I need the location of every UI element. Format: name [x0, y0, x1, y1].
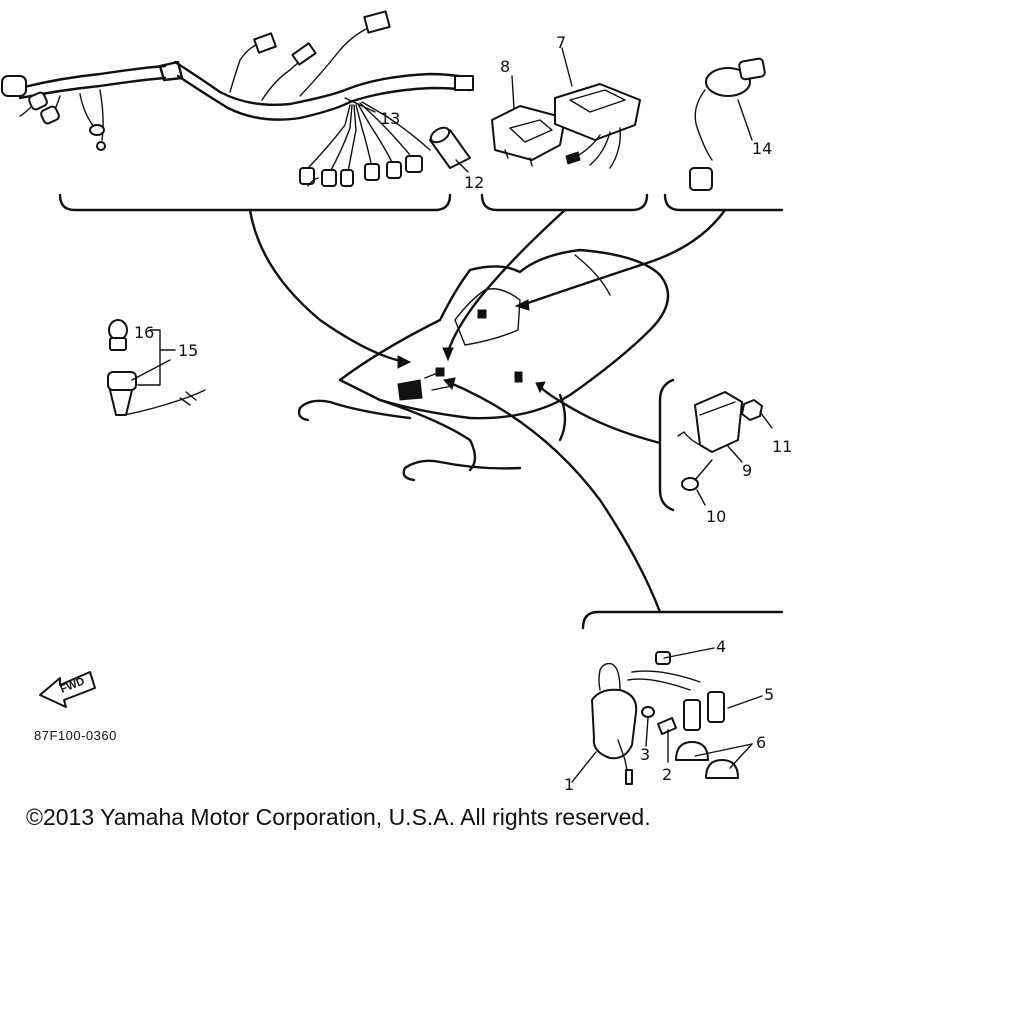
callout-8: 8 [500, 57, 510, 76]
callout-11: 11 [772, 437, 792, 456]
callout-2: 2 [662, 765, 672, 784]
part-5-plug-caps [627, 670, 725, 731]
part-1-ignition-coil [591, 662, 638, 785]
bracket-coil-group [581, 610, 784, 630]
callout-10: 10 [706, 507, 726, 526]
part-14-main-switch [689, 57, 766, 191]
part-12-connector [429, 126, 471, 169]
fwd-arrow-icon: FWD [39, 671, 96, 708]
bracket-switch-group [663, 193, 784, 212]
callout-13: 13 [380, 109, 400, 128]
part-15-socket [107, 329, 206, 416]
callout-7: 7 [556, 33, 566, 52]
callout-14: 14 [752, 139, 772, 158]
snowmobile-body [297, 248, 670, 482]
callout-1: 1 [564, 775, 574, 794]
wire-harness [1, 10, 474, 187]
part-9-regulator [677, 391, 743, 453]
part-4-cap [655, 651, 671, 665]
callout-15: 15 [178, 341, 198, 360]
part-16-bulb [108, 319, 128, 351]
callout-3: 3 [640, 745, 650, 764]
part-2-screw [657, 717, 677, 735]
leader-lines [248, 208, 727, 614]
callout-leaders [131, 47, 773, 783]
part-10-bolt [681, 459, 713, 491]
part-8-holder [491, 105, 566, 167]
callout-16: 16 [134, 323, 154, 342]
bracket-harness-group [58, 193, 452, 212]
callout-4: 4 [716, 637, 726, 656]
callout-12: 12 [464, 173, 484, 192]
copyright-notice: ©2013 Yamaha Motor Corporation, U.S.A. A… [26, 804, 651, 830]
part-7-cdi-unit [554, 83, 641, 169]
bracket-cdi-group [480, 193, 649, 212]
part-11-nut [741, 399, 763, 421]
bracket-rectifier-group [658, 378, 675, 512]
callout-6: 6 [756, 733, 766, 752]
callout-5: 5 [764, 685, 774, 704]
part-6-grommets [675, 741, 739, 779]
callout-9: 9 [742, 461, 752, 480]
drawing-code: 87F100-0360 [34, 728, 117, 743]
part-3-washer [641, 706, 655, 718]
